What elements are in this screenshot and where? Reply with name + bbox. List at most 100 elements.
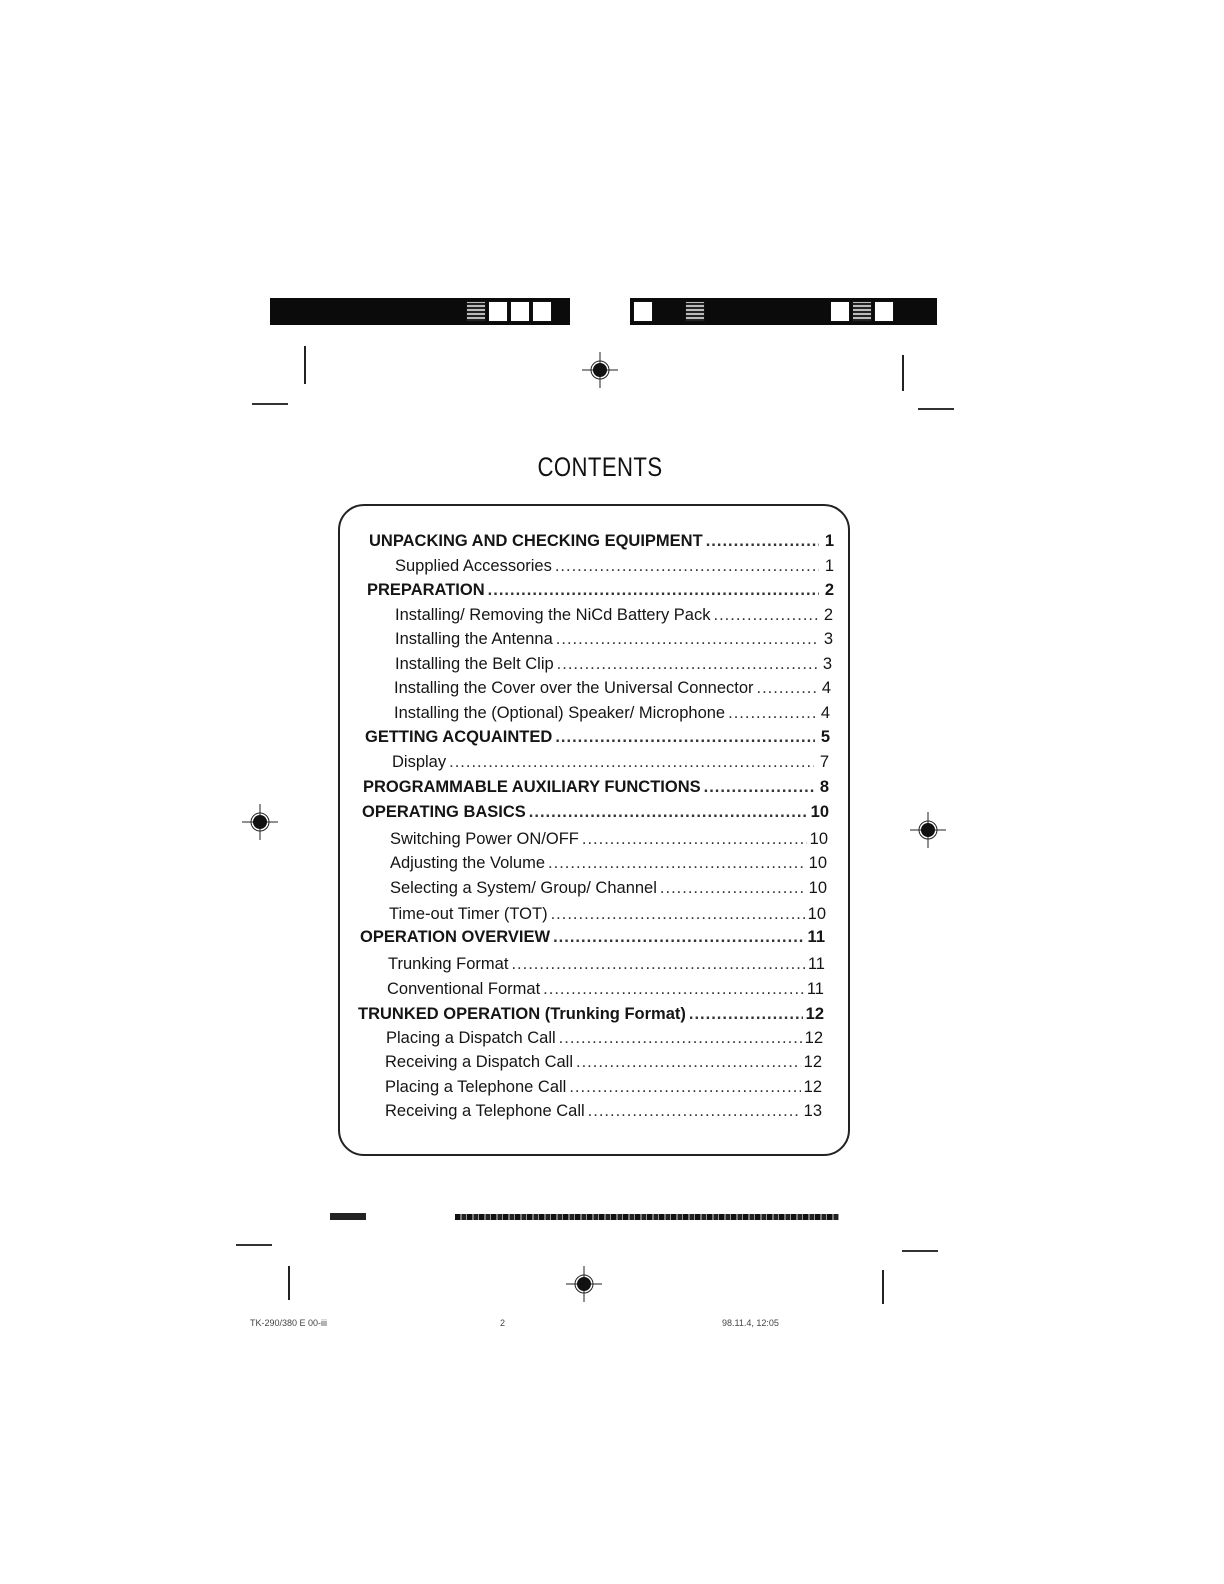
toc-page: 8 bbox=[819, 778, 829, 796]
toc-leader bbox=[713, 606, 818, 625]
toc-label: Installing the Antenna bbox=[395, 630, 553, 648]
toc-entry[interactable]: Switching Power ON/OFF10 bbox=[390, 830, 828, 852]
footer-file: TK-290/380 E 00-iii bbox=[250, 1318, 328, 1328]
toc-entry[interactable]: Time-out Timer (TOT) 10 bbox=[389, 905, 826, 927]
toc-page: 3 bbox=[823, 630, 833, 648]
toc-leader bbox=[706, 532, 819, 551]
toc-label: Receiving a Telephone Call bbox=[385, 1102, 585, 1120]
toc-leader bbox=[569, 1078, 800, 1097]
toc-leader bbox=[548, 854, 806, 873]
toc-entry[interactable]: Receiving a Dispatch Call 12 bbox=[385, 1053, 822, 1075]
toc-label: Installing the (Optional) Speaker/ Micro… bbox=[394, 704, 726, 722]
toc-leader bbox=[488, 581, 819, 600]
contents-frame bbox=[338, 504, 850, 1156]
hatch-swatch bbox=[852, 301, 872, 322]
toc-entry[interactable]: Selecting a System/ Group/ Channel10 bbox=[390, 879, 827, 901]
registration-mark-icon bbox=[910, 812, 946, 848]
toc-entry[interactable]: Installing the (Optional) Speaker/ Micro… bbox=[394, 704, 830, 726]
toc-entry[interactable]: PROGRAMMABLE AUXILIARY FUNCTIONS8 bbox=[363, 778, 829, 800]
toc-entry[interactable]: PREPARATION 2 bbox=[367, 581, 834, 603]
toc-label: UNPACKING AND CHECKING EQUIPMENT bbox=[369, 532, 703, 550]
toc-page: 10 bbox=[808, 854, 827, 872]
toc-page: 2 bbox=[824, 581, 834, 599]
toc-entry[interactable]: Display 7 bbox=[392, 753, 829, 775]
toc-leader bbox=[529, 803, 808, 822]
toc-leader bbox=[757, 679, 816, 698]
toc-entry[interactable]: OPERATION OVERVIEW 11 bbox=[360, 928, 825, 950]
toc-page: 12 bbox=[804, 1029, 823, 1047]
toc-page: 13 bbox=[803, 1102, 822, 1120]
toc-entry[interactable]: Adjusting the Volume 10 bbox=[390, 854, 827, 876]
toc-label: Receiving a Dispatch Call bbox=[385, 1053, 574, 1071]
toc-entry[interactable]: Placing a Telephone Call 12 bbox=[385, 1078, 822, 1100]
color-bar-left bbox=[270, 298, 570, 325]
toc-entry[interactable]: TRUNKED OPERATION (Trunking Format)12 bbox=[358, 1005, 824, 1027]
toc-leader bbox=[557, 655, 817, 674]
toc-page: 11 bbox=[807, 928, 825, 946]
toc-label: PREPARATION bbox=[367, 581, 485, 599]
toc-label: Supplied Accessories bbox=[395, 557, 552, 575]
blank-swatch bbox=[510, 301, 530, 322]
crop-mark bbox=[902, 1250, 938, 1252]
toc-entry[interactable]: Installing/ Removing the NiCd Battery Pa… bbox=[395, 606, 833, 628]
toc-page: 1 bbox=[824, 557, 834, 575]
toc-label: Time-out Timer (TOT) bbox=[389, 905, 548, 923]
toc-label: OPERATING BASICS bbox=[362, 803, 526, 821]
blank-swatch bbox=[874, 301, 894, 322]
toc-entry[interactable]: Installing the Cover over the Universal … bbox=[394, 679, 831, 701]
toc-entry[interactable]: OPERATING BASICS10 bbox=[362, 803, 829, 825]
toc-page: 11 bbox=[807, 955, 825, 973]
toc-entry[interactable]: Receiving a Telephone Call 13 bbox=[385, 1102, 822, 1124]
registration-mark-icon bbox=[582, 352, 618, 388]
toc-page: 2 bbox=[823, 606, 833, 624]
toc-leader bbox=[728, 704, 815, 723]
toc-page: 4 bbox=[821, 679, 831, 697]
toc-leader bbox=[576, 1053, 801, 1072]
footer-page: 2 bbox=[500, 1318, 506, 1328]
toc-leader bbox=[449, 753, 814, 772]
toc-page: 7 bbox=[819, 753, 829, 771]
toc-leader bbox=[689, 1005, 803, 1024]
toc-page: 10 bbox=[807, 905, 826, 923]
toc-entry[interactable]: UNPACKING AND CHECKING EQUIPMENT1 bbox=[369, 532, 834, 554]
toc-label: Placing a Telephone Call bbox=[385, 1078, 567, 1096]
footer-timestamp: 98.11.4, 12:05 bbox=[722, 1318, 779, 1328]
toc-leader bbox=[551, 905, 805, 924]
toc-leader bbox=[588, 1102, 801, 1121]
toc-page: 11 bbox=[806, 980, 824, 998]
toc-page: 3 bbox=[822, 655, 832, 673]
page-title: CONTENTS bbox=[537, 452, 663, 482]
toc-leader bbox=[704, 778, 814, 797]
toc-label: OPERATION OVERVIEW bbox=[360, 928, 551, 946]
toc-label: GETTING ACQUAINTED bbox=[365, 728, 553, 746]
toc-entry[interactable]: GETTING ACQUAINTED5 bbox=[365, 728, 830, 750]
toc-page: 12 bbox=[803, 1053, 822, 1071]
toc-entry[interactable]: Trunking Format 11 bbox=[388, 955, 825, 977]
toc-page: 10 bbox=[809, 830, 828, 848]
toc-label: Installing the Belt Clip bbox=[395, 655, 554, 673]
color-bar-right bbox=[630, 298, 937, 325]
crop-mark bbox=[902, 355, 904, 391]
registration-mark-icon bbox=[242, 804, 278, 840]
toc-leader bbox=[511, 955, 804, 974]
toc-entry[interactable]: Placing a Dispatch Call12 bbox=[386, 1029, 823, 1051]
toc-page: 12 bbox=[805, 1005, 824, 1023]
toc-label: Adjusting the Volume bbox=[390, 854, 546, 872]
crop-mark bbox=[918, 408, 954, 410]
toc-label: Installing/ Removing the NiCd Battery Pa… bbox=[395, 606, 711, 624]
crop-mark bbox=[236, 1244, 272, 1246]
toc-leader bbox=[660, 879, 806, 898]
toc-entry[interactable]: Supplied Accessories 1 bbox=[395, 557, 834, 579]
toc-entry[interactable]: Conventional Format11 bbox=[387, 980, 824, 1002]
toc-entry[interactable]: Installing the Belt Clip 3 bbox=[395, 655, 832, 677]
toc-leader bbox=[543, 980, 804, 999]
toc-entry[interactable]: Installing the Antenna 3 bbox=[395, 630, 833, 652]
blank-swatch bbox=[488, 301, 508, 322]
printer-block bbox=[330, 1213, 366, 1220]
crop-mark bbox=[882, 1270, 884, 1304]
crop-mark bbox=[288, 1266, 290, 1300]
toc-label: Display bbox=[392, 753, 447, 771]
toc-page: 12 bbox=[803, 1078, 822, 1096]
toc-label: Trunking Format bbox=[388, 955, 509, 973]
registration-mark-icon bbox=[566, 1266, 602, 1302]
